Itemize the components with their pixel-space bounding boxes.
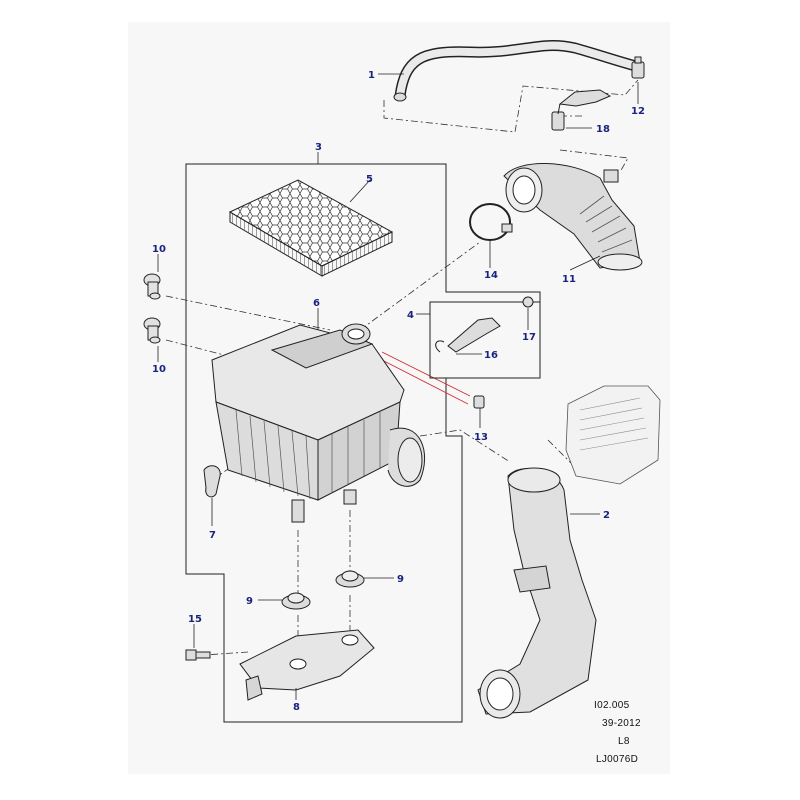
callout-11: 11 bbox=[562, 274, 576, 285]
callout-2: 2 bbox=[603, 510, 610, 521]
callout-5: 5 bbox=[366, 174, 373, 185]
callout-18: 18 bbox=[596, 124, 610, 135]
callout-13: 13 bbox=[474, 432, 488, 443]
callout-leaders bbox=[157, 73, 639, 700]
part-1-hose bbox=[393, 40, 638, 102]
part-9-grommets bbox=[281, 570, 365, 610]
callout-8: 8 bbox=[293, 702, 300, 713]
ghost-housing bbox=[565, 385, 661, 485]
callout-12: 12 bbox=[631, 106, 645, 117]
part-18-sensor bbox=[551, 89, 612, 131]
ref-line-2: 39-2012 bbox=[602, 718, 641, 729]
callout-10a: 10 bbox=[152, 244, 166, 255]
callout-3: 3 bbox=[315, 142, 322, 153]
callout-17: 17 bbox=[522, 332, 536, 343]
assembly-3-frame bbox=[185, 163, 541, 723]
part-5-air-filter bbox=[228, 179, 394, 277]
part-7-clip bbox=[203, 465, 221, 498]
callout-10b: 10 bbox=[152, 364, 166, 375]
red-leaders bbox=[381, 351, 471, 405]
callout-6: 6 bbox=[313, 298, 320, 309]
callout-14: 14 bbox=[484, 270, 498, 281]
callout-1: 1 bbox=[368, 70, 375, 81]
part-6-air-box bbox=[211, 323, 425, 523]
part-12-clip bbox=[631, 56, 645, 79]
part-4-sensor-kit bbox=[429, 296, 541, 379]
callout-15: 15 bbox=[188, 614, 202, 625]
part-11-intake-duct bbox=[503, 162, 643, 271]
ref-line-1: I02.005 bbox=[594, 700, 630, 711]
callout-4: 4 bbox=[407, 310, 414, 321]
part-8-bracket bbox=[239, 629, 375, 701]
part-15-bolt bbox=[185, 649, 211, 661]
callout-9b: 9 bbox=[397, 574, 404, 585]
callout-16: 16 bbox=[484, 350, 498, 361]
callout-labels: 1 12 18 3 5 10 10 6 4 17 16 14 11 13 7 2… bbox=[152, 70, 645, 713]
part-10-grommets bbox=[143, 273, 161, 344]
ref-line-4: LJ0076D bbox=[596, 754, 639, 765]
callout-9a: 9 bbox=[246, 596, 253, 607]
part-14-clamp bbox=[469, 203, 513, 241]
callout-7: 7 bbox=[209, 530, 216, 541]
part-13-fitting bbox=[473, 395, 485, 409]
ref-line-3: L8 bbox=[618, 736, 630, 747]
part-2-air-duct bbox=[477, 467, 597, 719]
